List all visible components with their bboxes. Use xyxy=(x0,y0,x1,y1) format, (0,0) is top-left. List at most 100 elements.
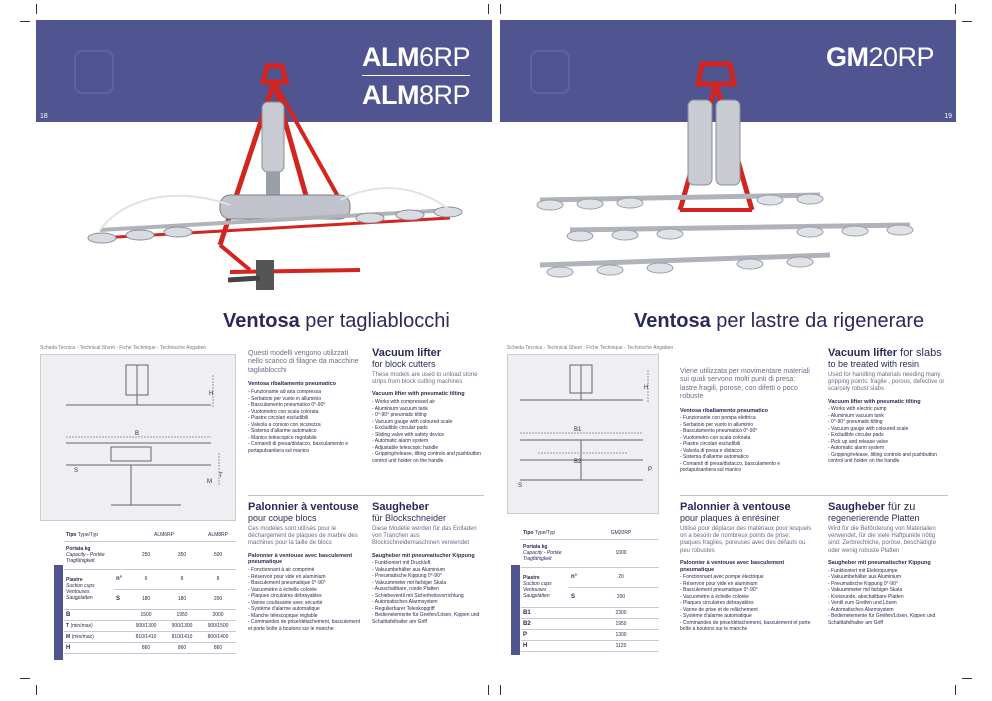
list-item: - Fonctionnant avec pompe électrique xyxy=(680,574,764,581)
english-heading: Vacuum lifter with pneumatic tilting xyxy=(372,391,465,398)
table-cell: 180 xyxy=(128,589,164,610)
crop-mark xyxy=(962,678,972,679)
german-feature-list: - Funktioniert mit Elektropumpe - Vakuum… xyxy=(828,568,948,627)
title-alm6rp: ALM6RP xyxy=(362,42,471,72)
table-row: H 1120 xyxy=(521,640,659,652)
list-item: - Piastre circolari escludibili xyxy=(680,441,741,448)
model-header: ALM6RP xyxy=(128,530,200,542)
list-item: - Funktioniert mit Druckluft xyxy=(372,560,431,567)
list-item: - Pneumatische Kippung 0°-90° xyxy=(372,573,442,580)
list-item: - Aluminium vacuum tank xyxy=(372,405,428,412)
list-item: - Funzionante con pompa elettrica xyxy=(680,415,756,422)
list-item: - Gripping/release, tilting controls and… xyxy=(372,451,481,464)
list-item: - Vanne de prise et de relâchement xyxy=(680,606,758,613)
french-head: Palonnier à ventouse xyxy=(248,501,359,513)
crop-mark xyxy=(20,21,30,22)
page-number: 19 xyxy=(944,113,952,120)
row-unit xyxy=(114,541,128,570)
row-sub: Capacity - Portée Tragfähigkeit xyxy=(66,552,105,564)
gm-technical-drawing: H B1 B2 P S xyxy=(507,354,659,514)
table-cell: 900/1500 xyxy=(200,620,236,632)
english-head-bold: Vacuum lifter xyxy=(828,347,898,359)
table-cell: 350 xyxy=(164,541,200,570)
list-item: - Excludible circular pads xyxy=(828,432,884,439)
list-item: - Commandes de prise/détachement, bascul… xyxy=(248,619,361,632)
gm-drawing-svg xyxy=(520,364,649,481)
german-intro: Diese Modelle werden für das Entladen vo… xyxy=(372,525,477,547)
row-label: M xyxy=(66,633,71,640)
english-intro: Used for handling materials needing many… xyxy=(828,371,945,393)
right-german-column: Saugheber für zu regenerierende Platten … xyxy=(828,501,948,627)
right-french-column: Palonnier à ventouse pour plaques à enré… xyxy=(680,501,812,633)
crop-mark xyxy=(488,685,489,695)
left-italian-column: Questi modelli vengono utilizzati nello … xyxy=(248,350,363,454)
row-label: P xyxy=(521,629,569,641)
table-cell: 250 xyxy=(128,541,164,570)
list-item: - Vuotometro con scala colorata xyxy=(680,434,751,441)
table-row: B2 1950 xyxy=(521,618,659,630)
dim-label-b1: B1 xyxy=(574,427,582,433)
list-item: - Pneumatische Kippung 0°-90° xyxy=(828,580,898,587)
model-header: ALM8RP xyxy=(200,530,236,542)
table-row: B 1500 1950 2000 xyxy=(64,609,236,621)
list-item: - Vacuum gauge with coloured scale xyxy=(828,425,909,432)
list-item: - Vacuomètre à échelle colorée xyxy=(248,586,317,593)
row-sub: (min/max) xyxy=(71,633,94,640)
list-item: - Serbatoio per vuoto in alluminio xyxy=(680,421,754,428)
table-cell: 1120 xyxy=(583,640,659,652)
english-subhead: for block cutters xyxy=(372,358,436,369)
german-heading: Saugheber mit pneumatischer Kippung xyxy=(828,559,931,566)
italian-feature-list: - Funzionante con pompa elettrica - Serb… xyxy=(680,415,812,474)
right-divider xyxy=(680,495,948,496)
table-row: H 860 860 860 xyxy=(64,642,236,654)
list-item: - Basculement pneumatique 0°-90° xyxy=(680,587,758,594)
list-item: - Basculamento pneumatico 0°-90° xyxy=(248,402,326,409)
list-item: - Schiebeventil mit Sicherheitsvorrichtu… xyxy=(372,592,464,599)
row-sub: Suction cups Ventouses Saugplatten xyxy=(66,583,95,601)
german-head: Saugheber für zu xyxy=(828,501,948,514)
table-cell: 900/1300 xyxy=(128,620,164,632)
german-head: Saugheber xyxy=(372,501,429,513)
row-sub: (min/max) xyxy=(70,622,93,629)
table-cell: 2300 xyxy=(583,607,659,619)
table-cell: 860 xyxy=(164,642,200,654)
french-heading: Palonnier à ventouse avec basculement pn… xyxy=(248,552,353,566)
french-subhead: pour coupe blocs xyxy=(248,512,317,523)
english-head: Vacuum lifter for slabs xyxy=(828,347,948,360)
left-tech-sheet-label: Scheda Tecnica - Technical Sheet - Fiche… xyxy=(40,345,207,351)
dim-label-m: M xyxy=(207,479,212,485)
table-cell: 810/1410 xyxy=(164,631,200,643)
table-cell: 1950 xyxy=(583,618,659,630)
table-row: T (min/max) 900/1300 900/1300 900/1500 xyxy=(64,620,236,632)
table-cell: 860 xyxy=(200,642,236,654)
table-cell: 1500 xyxy=(128,609,164,621)
list-item: - Adjustable telescopic handle xyxy=(372,444,439,451)
table-row: B1 2300 xyxy=(521,607,659,619)
table-cell: 6 xyxy=(128,569,164,590)
german-head-bold: Saugheber xyxy=(828,501,885,513)
row-unit xyxy=(569,539,583,568)
left-german-column: Saugheber für Blockschneider Diese Model… xyxy=(372,501,484,625)
table-cell: 900/1300 xyxy=(164,620,200,632)
italian-heading: Ventosa ribaltamento pneumatico xyxy=(680,407,769,414)
list-item: - 0°-90° pneumatic tilting xyxy=(828,419,883,426)
list-item: - Système d'alarme automatique xyxy=(680,613,752,620)
german-intro: Wird für die Beförderung von Materialien… xyxy=(828,525,937,554)
french-feature-list: - Fonctionnant avec pompe électrique - R… xyxy=(680,574,812,633)
french-feature-list: - Fonctionnant à air comprimé - Réservoi… xyxy=(248,567,363,632)
english-subhead: to be treated with resin xyxy=(828,358,920,369)
english-heading: Vacuum lifter with pneumatic tilting xyxy=(828,398,921,405)
english-feature-list: - Works with compressed air - Aluminium … xyxy=(372,399,484,464)
row-label: Piastre xyxy=(66,577,83,583)
list-item: - Bedienelemente für Greifen/Lösen, Kipp… xyxy=(372,612,480,625)
list-item: - Vacuum gauge with coloured scale xyxy=(372,418,453,425)
list-item: - Vakuummeter mit farbiger Skala xyxy=(828,587,903,594)
table-cell: 810/1410 xyxy=(128,631,164,643)
table-cell: 200 xyxy=(583,587,659,608)
english-feature-list: - Works with electric pump - Aluminium v… xyxy=(828,406,948,465)
crop-mark xyxy=(500,4,501,14)
